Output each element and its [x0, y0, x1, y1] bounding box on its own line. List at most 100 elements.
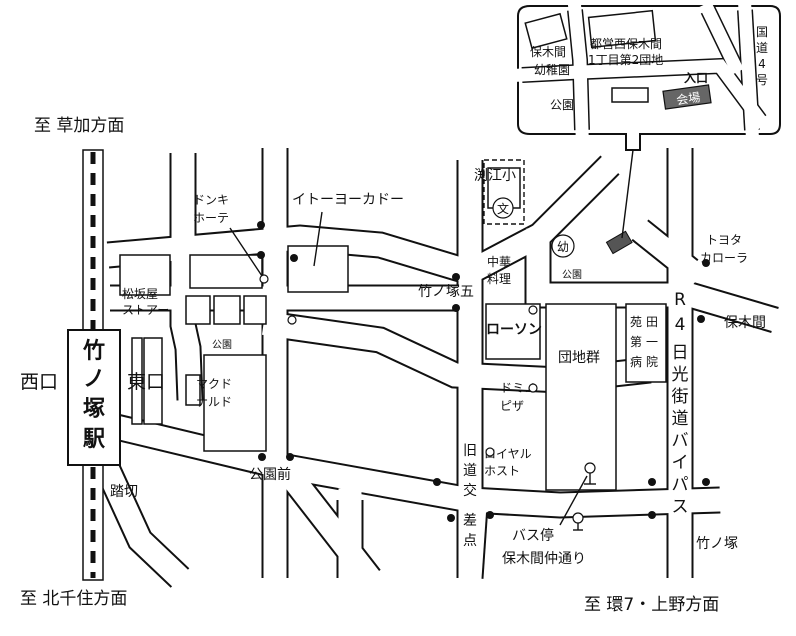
block [189, 254, 263, 289]
label-park-east: 公園 [562, 269, 582, 281]
marker-lawson [528, 305, 538, 315]
inset-block [587, 9, 657, 49]
label-chuka-1: 中華 [487, 254, 511, 269]
mcd-building [185, 374, 201, 406]
label-toyota-1: トヨタ [706, 233, 742, 247]
direction-southeast: 至 環7・上野方面 [584, 595, 719, 615]
itoyokado-building [287, 245, 349, 293]
label-park-small: 公園 [212, 339, 232, 351]
label-matsuzakaya-1: 松坂屋 [122, 287, 158, 301]
station-name-2: ノ [83, 367, 105, 392]
label-mcdonalds-2: ナルド [196, 395, 232, 409]
station-box [67, 329, 121, 466]
kyudo-char: 旧 [463, 443, 477, 459]
hospital-char: 一 [646, 335, 658, 349]
label-kyudo-intersection: 旧 道 交 差 点 [463, 443, 477, 549]
label-mcdonalds-1: マクド [196, 377, 232, 391]
signal-dot [286, 453, 294, 461]
marker-dominos [528, 383, 538, 393]
kindergarten-symbol-circle [551, 234, 575, 258]
block [185, 295, 211, 325]
inset-block [524, 12, 568, 50]
inset-route4-char: 号 [756, 73, 768, 87]
label-itoyokado: イトーヨーカドー [292, 192, 404, 208]
label-royalhost-2: ホスト [484, 464, 520, 478]
label-danchi: 団地群 [558, 350, 600, 366]
label-hokima: 保木間 [724, 315, 766, 331]
inset-pointer [621, 149, 634, 239]
bypass-char: バ [672, 431, 689, 451]
kyudo-char: 交 [463, 482, 477, 499]
leader-bus-stop [559, 475, 588, 526]
block [213, 295, 241, 325]
inset-danchi-1: 都営西保木間 [590, 37, 662, 51]
marker-donki [259, 274, 269, 284]
bypass-char: 道 [672, 409, 689, 429]
signal-dot [258, 453, 266, 461]
bypass-char: イ [672, 453, 689, 473]
block [625, 303, 667, 383]
hospital-char: 院 [646, 355, 658, 369]
signal-dot [257, 251, 265, 259]
label-royalhost-1: ロイヤル [484, 447, 532, 461]
east-exit-label: 東口 [127, 371, 165, 393]
label-takenotsuka: 竹ノ塚 [696, 536, 738, 552]
kindergarten-symbol: 幼 [557, 240, 569, 254]
signal-dot [433, 478, 441, 486]
kyudo-char: 道 [463, 463, 477, 479]
inset-route4-char: 国 [756, 25, 768, 39]
station-building: 竹 ノ 塚 駅 西口 東口 [20, 329, 165, 466]
station-name-4: 駅 [83, 427, 105, 452]
bypass-char: R [674, 290, 686, 310]
leader-donki [229, 227, 263, 277]
direction-north: 至 草加方面 [34, 116, 124, 136]
label-takenotsuka5: 竹ノ塚五 [418, 284, 474, 300]
signal-dot [702, 478, 710, 486]
inset-venue: 会場 [675, 90, 701, 107]
inset-kindergarten-1: 保木間 [530, 45, 566, 59]
kyudo-char: 点 [463, 533, 477, 549]
signal-dot [648, 511, 656, 519]
label-toyota-2: カローラ [700, 251, 748, 265]
inset-park: 公園 [550, 98, 574, 112]
bypass-char: ス [672, 497, 689, 517]
signal-dot [648, 478, 656, 486]
block [143, 337, 163, 425]
label-dominos-2: ピザ [500, 399, 524, 413]
inset-venue-box [662, 84, 712, 110]
signal-dot [257, 221, 265, 229]
signal-dot [290, 254, 298, 262]
bypass-char: 日 [672, 343, 689, 363]
marker-royalhost [485, 447, 495, 457]
bypass-char: 4 [675, 315, 686, 335]
label-donki-1: ドンキ [193, 193, 229, 207]
label-dominos-1: ドミノ [500, 381, 536, 395]
block [243, 295, 267, 325]
inset-danchi-2: 1丁目第2団地 [588, 53, 663, 67]
block [203, 354, 267, 452]
label-kouenmae: 公園前 [249, 466, 291, 483]
signal-dot [452, 304, 460, 312]
block [119, 254, 171, 296]
bypass-char: 街 [672, 387, 689, 407]
direction-south: 至 北千住方面 [20, 589, 127, 609]
marker-itoyokado [287, 315, 297, 325]
signal-dot [447, 514, 455, 522]
venue-marker [605, 230, 633, 255]
station-name-1: 竹 [82, 338, 105, 364]
hospital-char: 第 [630, 335, 642, 349]
inset-kindergarten-2: 幼稚園 [534, 63, 570, 77]
school-outline [483, 159, 525, 225]
inset-route4-char: 道 [756, 41, 768, 55]
label-hospital: 苑 第 病 田 一 院 [630, 315, 658, 369]
label-r4-bypass: R 4 日 光 街 道 バ イ パ ス [672, 290, 689, 517]
label-lawson: ローソン [486, 322, 542, 338]
inset-route4-char: 4 [758, 57, 766, 71]
signal-dot [702, 259, 710, 267]
school-symbol: 文 [497, 201, 509, 216]
bus-stop: バス停 保木間仲通り [502, 462, 596, 567]
inset-entrance: 入口 [684, 71, 708, 85]
bypass-char: 光 [672, 365, 689, 385]
